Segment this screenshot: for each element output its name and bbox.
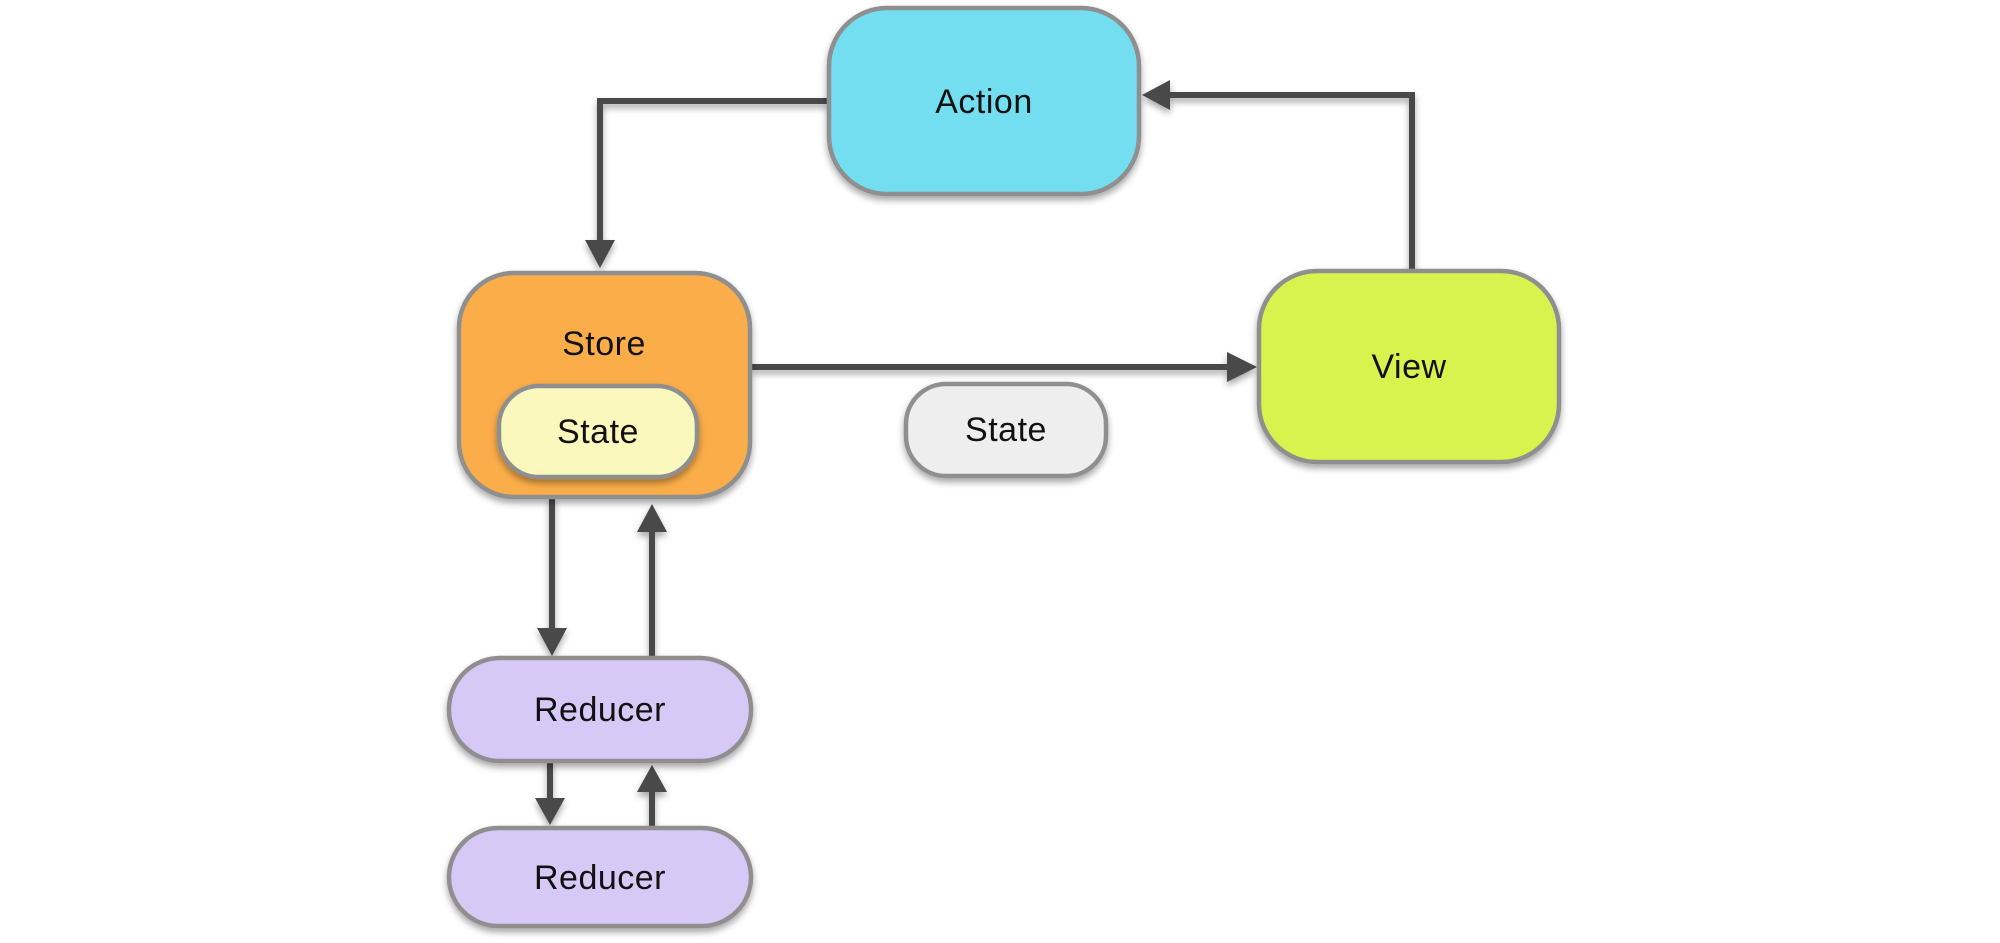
arrow-reducer-to-reducer-down [535,761,565,825]
state-box [903,381,1109,479]
store-state-box [496,383,700,480]
arrow-view-to-action [1142,80,1415,271]
arrow-reducer-to-reducer-up [637,765,667,828]
arrowhead-right-icon [1227,352,1257,382]
node-action: Action [826,5,1142,197]
arrowhead-left-icon [1142,80,1170,110]
store-label: Store [562,325,646,363]
reducer-top-label: Reducer [534,691,666,729]
view-label: View [1371,348,1446,386]
arrows-layer [535,80,1415,828]
node-store: Store State [456,270,753,500]
node-state-payload: State [903,381,1109,479]
action-label: Action [935,83,1033,121]
reducer-top-box [446,655,754,764]
arrowhead-up-icon [637,504,667,532]
arrowhead-down-icon [585,240,615,268]
arrow-reducer-to-store [637,504,667,658]
arrowhead-down-icon [535,798,565,825]
store-state-label: State [557,413,639,451]
node-reducer-bottom: Reducer [446,825,754,929]
arrow-action-to-store [585,98,829,268]
arrow-store-to-view [752,352,1257,382]
reducer-bottom-box [446,825,754,929]
node-view: View [1256,268,1562,465]
arrow-store-to-reducer [537,497,567,656]
view-box [1256,268,1562,465]
action-box [826,5,1142,197]
reducer-bottom-label: Reducer [534,859,666,897]
node-reducer-top: Reducer [446,655,754,764]
arrowhead-down-icon [537,628,567,656]
state-label: State [965,411,1047,449]
arrowhead-up-icon [637,765,667,792]
